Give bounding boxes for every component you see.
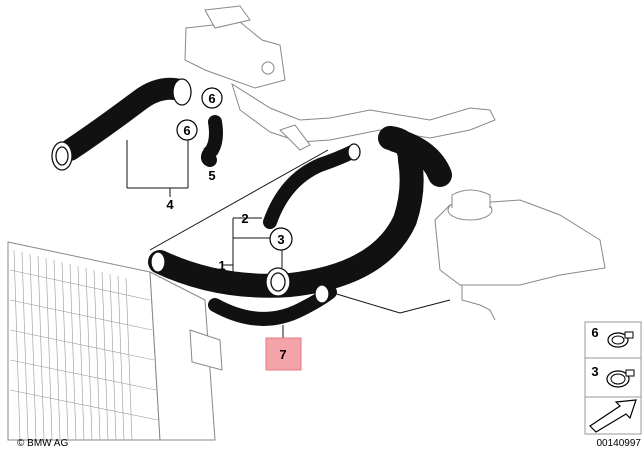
diagram-code: 00140997	[597, 438, 642, 449]
hose-clamp-large-icon	[606, 369, 635, 388]
svg-text:2: 2	[241, 211, 248, 226]
svg-text:5: 5	[208, 168, 215, 183]
hose-clamp-small-icon	[607, 331, 634, 348]
svg-text:3: 3	[591, 364, 598, 379]
arrow-icon	[589, 399, 637, 433]
callout-5[interactable]: 5	[208, 168, 215, 183]
svg-text:6: 6	[183, 123, 190, 138]
callout-3[interactable]: 3	[269, 227, 293, 251]
svg-text:4: 4	[166, 197, 174, 212]
legend-item-3: 3	[591, 364, 635, 388]
svg-text:6: 6	[591, 325, 598, 340]
callout-6-left[interactable]: 6	[176, 119, 198, 141]
callout-4[interactable]: 4	[166, 197, 174, 212]
callout-7-highlighted[interactable]: 7	[265, 337, 302, 371]
hose-7	[208, 284, 337, 326]
hose-2	[263, 143, 361, 229]
copyright-text: © BMW AG	[17, 438, 68, 449]
leader-lines	[126, 140, 451, 338]
expansion-tank	[434, 189, 606, 321]
callout-6-top[interactable]: 6	[201, 87, 223, 109]
callout-1[interactable]: 1	[218, 258, 225, 273]
radiator	[7, 241, 223, 441]
svg-text:7: 7	[279, 347, 286, 362]
callout-2[interactable]: 2	[241, 211, 248, 226]
svg-text:1: 1	[218, 258, 225, 273]
svg-text:6: 6	[208, 91, 215, 106]
thermostat-housing	[184, 5, 496, 151]
hose-4	[51, 77, 192, 171]
hose-5	[200, 115, 223, 167]
hose-1	[148, 126, 452, 298]
svg-text:3: 3	[277, 232, 284, 247]
legend-item-6: 6	[591, 325, 634, 348]
